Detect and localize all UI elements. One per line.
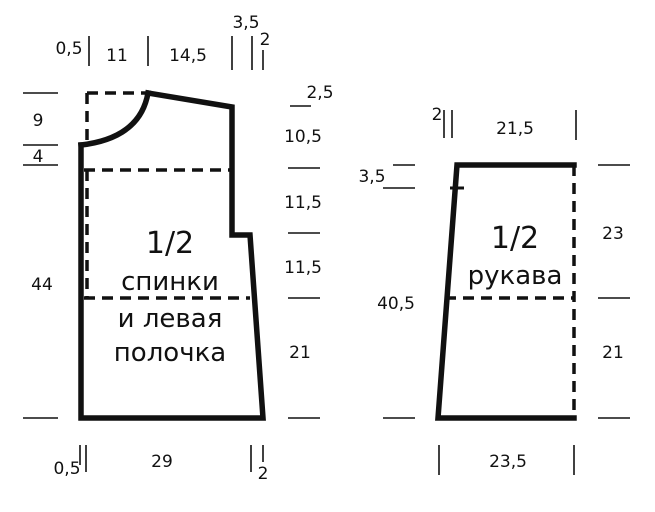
- sleeve-bottom-dimensions: 23,5: [438, 445, 575, 475]
- sleeve-right-height-1: 21: [602, 343, 624, 363]
- body-left-dimensions: 9 4 44: [23, 92, 58, 419]
- sleeve-left-height-1: 40,5: [377, 294, 415, 314]
- body-bottom-dimensions: 0,5 29 2: [53, 445, 268, 484]
- body-right-height-0: 2,5: [306, 83, 333, 103]
- body-bottom-width-1: 29: [151, 452, 173, 472]
- sleeve-piece: 1/2 рукава 2 21,5 3,5 40,5 23 21: [358, 105, 630, 475]
- sleeve-top-width-0: 2: [432, 105, 443, 125]
- body-top-dimensions: 0,5 11 14,5 3,5 2: [55, 13, 270, 70]
- sleeve-right-dimensions: 23 21: [598, 164, 630, 419]
- body-left-height-1: 4: [33, 147, 44, 167]
- body-top-width-4: 2: [260, 30, 271, 50]
- body-right-height-2: 11,5: [284, 193, 322, 213]
- body-piece: 1/2 спинки и левая полочка 0,5 11 14,5 3…: [23, 13, 334, 484]
- body-title-line3: и левая: [118, 304, 223, 334]
- body-bottom-width-2: 2: [258, 464, 269, 484]
- body-right-height-3: 11,5: [284, 258, 322, 278]
- body-bottom-width-0: 0,5: [53, 459, 80, 479]
- sleeve-top-dimensions: 2 21,5: [432, 105, 577, 140]
- body-title-line1: 1/2: [146, 226, 194, 261]
- body-left-height-2: 44: [31, 275, 53, 295]
- sleeve-title-line2: рукава: [468, 261, 563, 291]
- body-right-height-4: 21: [289, 343, 311, 363]
- body-top-width-3: 3,5: [232, 13, 259, 33]
- body-top-width-2: 14,5: [169, 46, 207, 66]
- sleeve-top-width-1: 21,5: [496, 119, 534, 139]
- sleeve-right-height-0: 23: [602, 224, 624, 244]
- body-top-width-1: 11: [106, 46, 128, 66]
- sleeve-outline: [435, 162, 577, 421]
- body-top-width-0: 0,5: [55, 39, 82, 59]
- sleeve-title-line1: 1/2: [491, 221, 539, 256]
- body-outline: [78, 89, 266, 421]
- sleeve-left-dimensions: 3,5 40,5: [358, 164, 415, 419]
- body-right-height-1: 10,5: [284, 127, 322, 147]
- body-title-line2: спинки: [121, 267, 219, 297]
- body-neckline: [77, 89, 152, 149]
- sleeve-bottom-width: 23,5: [489, 452, 527, 472]
- body-title-line4: полочка: [114, 338, 226, 368]
- body-right-dimensions: 2,5 10,5 11,5 11,5 21: [284, 83, 334, 419]
- sleeve-left-height-0: 3,5: [358, 167, 385, 187]
- body-left-height-0: 9: [33, 111, 44, 131]
